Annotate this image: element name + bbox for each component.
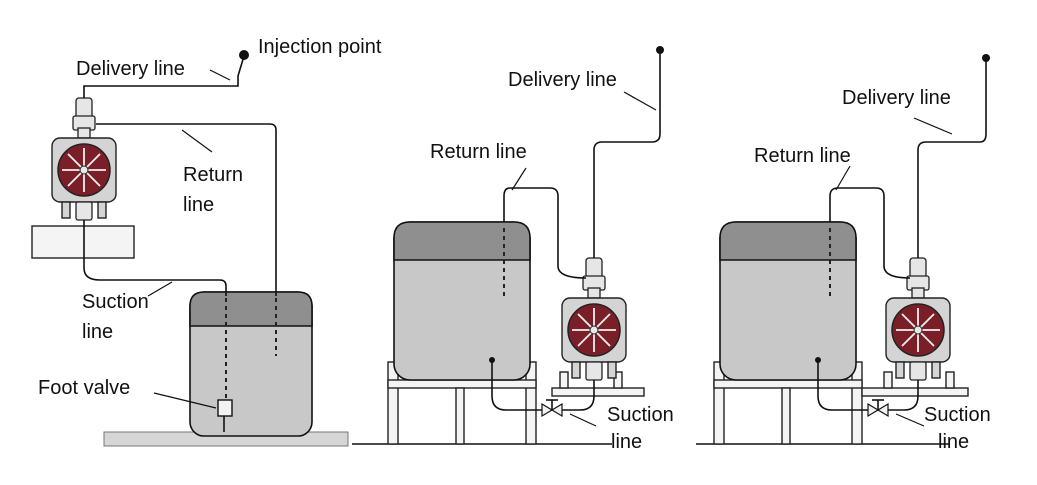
label-suction-1: Suction <box>82 291 149 313</box>
delivery-line-2 <box>593 52 661 258</box>
label-suction-2: Suction <box>607 404 674 426</box>
label-return-1-line: line <box>183 194 214 216</box>
foot-valve <box>217 399 233 417</box>
pump-1 <box>51 97 117 221</box>
label-suction-1-line: line <box>82 321 113 343</box>
scene-1-elevated-pump: Injection point Delivery line Return lin… <box>31 36 382 447</box>
tank-1-top <box>189 291 313 327</box>
delivery-end-3 <box>982 54 990 62</box>
return-line-1 <box>96 123 277 296</box>
valve-3 <box>867 399 889 418</box>
leader-delivery-2 <box>623 91 657 111</box>
pump-shelf-1 <box>31 225 135 259</box>
leader-delivery-3 <box>913 117 953 135</box>
leader-return-2 <box>511 167 527 191</box>
label-delivery-line-3: Delivery line <box>842 87 951 109</box>
scene-3-flooded-suction: Delivery line Return line Suction line <box>696 54 991 453</box>
pump-shelf-3 <box>861 387 969 397</box>
label-delivery-line-1: Delivery line <box>76 58 185 80</box>
tank-2-top <box>393 221 531 261</box>
tank-stand-2 <box>387 361 537 445</box>
return-line-3 <box>829 187 911 279</box>
label-return-line-2: Return line <box>430 141 527 163</box>
label-delivery-line-2: Delivery line <box>508 69 617 91</box>
leader-return-1 <box>181 129 213 153</box>
leader-suction-3 <box>895 413 925 427</box>
injection-point-marker <box>239 50 249 60</box>
label-suction-2-line: line <box>611 431 642 453</box>
label-suction-3-line: line <box>938 431 969 453</box>
label-injection-point: Injection point <box>258 36 382 58</box>
delivery-line-3 <box>917 60 987 258</box>
label-suction-3: Suction <box>924 404 991 426</box>
label-return-1: Return <box>183 164 243 186</box>
label-return-line-3: Return line <box>754 145 851 167</box>
label-foot-valve: Foot valve <box>38 377 130 399</box>
return-line-2 <box>503 187 587 279</box>
suction-line-1 <box>83 220 227 296</box>
leader-suction-1 <box>147 281 173 297</box>
delivery-end-2 <box>656 46 664 54</box>
leader-return-3 <box>835 165 851 191</box>
leader-foot-valve <box>153 392 217 409</box>
scene-2-flooded-suction: Delivery line Return line Suction line <box>352 46 674 453</box>
leader-delivery-1 <box>209 69 231 81</box>
leader-suction-2 <box>569 413 597 427</box>
delivery-line-1 <box>83 55 245 98</box>
pump-shelf-2 <box>551 387 645 397</box>
valve-2 <box>541 399 563 418</box>
tank-3-top <box>719 221 857 261</box>
